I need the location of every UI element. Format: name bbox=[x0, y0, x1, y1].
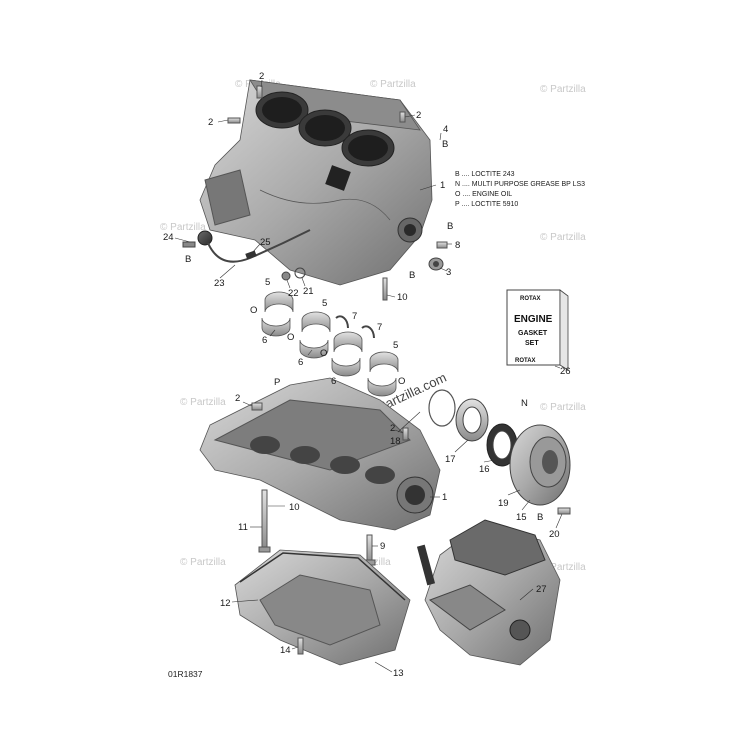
watermark: © Partzilla bbox=[540, 402, 586, 413]
card-brand-bottom: ROTAX bbox=[515, 358, 536, 364]
callout: O bbox=[320, 348, 327, 359]
legend-item-n: N .... MULTI PURPOSE GREASE BP LS3 bbox=[455, 181, 585, 188]
callout: 18 bbox=[390, 436, 401, 447]
card-line2: GASKET bbox=[518, 330, 548, 337]
callout: 6 bbox=[262, 335, 267, 346]
lower-crankcase bbox=[199, 377, 441, 531]
figure-code: 01R1837 bbox=[168, 669, 203, 679]
callout: 7 bbox=[352, 311, 357, 322]
fasteners-upper bbox=[227, 85, 448, 301]
watermark: © Partzilla bbox=[540, 562, 586, 573]
callout: 1 bbox=[440, 180, 445, 191]
callout: 7 bbox=[377, 322, 382, 333]
callout: 19 bbox=[498, 498, 509, 509]
callout: 3 bbox=[446, 267, 451, 278]
card-line1: ENGINE bbox=[514, 314, 553, 325]
callout: B bbox=[185, 254, 191, 265]
callout: 4 bbox=[443, 124, 448, 135]
upper-crankcase bbox=[199, 79, 433, 286]
callout: 17 bbox=[445, 454, 456, 465]
callout: 2 bbox=[390, 423, 395, 434]
card-line3: SET bbox=[525, 340, 539, 347]
callout: 1 bbox=[442, 492, 447, 503]
seal-cover-group bbox=[428, 389, 571, 515]
legend-item-o: O .... ENGINE OIL bbox=[455, 191, 512, 198]
callout: 5 bbox=[393, 340, 398, 351]
callout: O bbox=[398, 376, 405, 387]
callout: 25 bbox=[260, 237, 271, 248]
callout: B bbox=[537, 512, 543, 523]
sensor-harness bbox=[182, 229, 311, 263]
callout: 20 bbox=[549, 529, 560, 540]
callout: 2 bbox=[259, 71, 264, 82]
bearing-shells bbox=[261, 291, 399, 397]
watermark: © Partzilla bbox=[160, 222, 206, 233]
callout: 6 bbox=[331, 376, 336, 387]
callout: 11 bbox=[238, 522, 248, 533]
callout: 16 bbox=[479, 464, 490, 475]
legend: B .... LOCTITE 243 N .... MULTI PURPOSE … bbox=[455, 171, 585, 208]
callout: O bbox=[287, 332, 294, 343]
watermark: © Partzilla bbox=[180, 557, 226, 568]
callout: 27 bbox=[536, 584, 547, 595]
callout: P bbox=[274, 377, 280, 388]
callout: 6 bbox=[298, 357, 303, 368]
callout: B bbox=[442, 139, 448, 150]
legend-item-p: P .... LOCTITE 5910 bbox=[455, 201, 518, 208]
legend-item-b: B .... LOCTITE 243 bbox=[455, 171, 515, 178]
callout: 5 bbox=[265, 277, 270, 288]
callout: 23 bbox=[214, 278, 225, 289]
complete-engine bbox=[416, 519, 561, 666]
callout: 21 bbox=[303, 286, 314, 297]
callout: 2 bbox=[235, 393, 240, 404]
card-brand: ROTAX bbox=[520, 296, 541, 302]
callout: 26 bbox=[560, 366, 571, 377]
callout: 2 bbox=[416, 110, 421, 121]
callout: 8 bbox=[455, 240, 460, 251]
callout: 14 bbox=[280, 645, 291, 656]
callout: 5 bbox=[322, 298, 327, 309]
callout: 15 bbox=[516, 512, 527, 523]
callout: 24 bbox=[163, 232, 174, 243]
callout: B bbox=[447, 221, 453, 232]
callout: 22 bbox=[288, 288, 299, 299]
oil-pan bbox=[234, 549, 411, 666]
callout: O bbox=[250, 305, 257, 316]
callout: 10 bbox=[397, 292, 408, 303]
callout: 2 bbox=[208, 117, 213, 128]
callout: N bbox=[521, 398, 528, 409]
watermark: © Partzilla bbox=[370, 79, 416, 90]
watermark: © Partzilla bbox=[180, 397, 226, 408]
callout: 10 bbox=[289, 502, 300, 513]
watermark: © Partzilla bbox=[540, 232, 586, 243]
gasket-set-card: ROTAX ENGINE GASKET SET ROTAX bbox=[506, 289, 569, 371]
callout: 12 bbox=[220, 598, 231, 609]
watermark: © Partzilla bbox=[540, 84, 586, 95]
leader-lines bbox=[174, 79, 563, 673]
callouts: 2 2 2 4 B 1 B 8 B 3 24 B 25 23 22 21 10 … bbox=[163, 71, 571, 679]
callout: 13 bbox=[393, 668, 404, 679]
callout: B bbox=[409, 270, 415, 281]
callout: 9 bbox=[380, 541, 385, 552]
